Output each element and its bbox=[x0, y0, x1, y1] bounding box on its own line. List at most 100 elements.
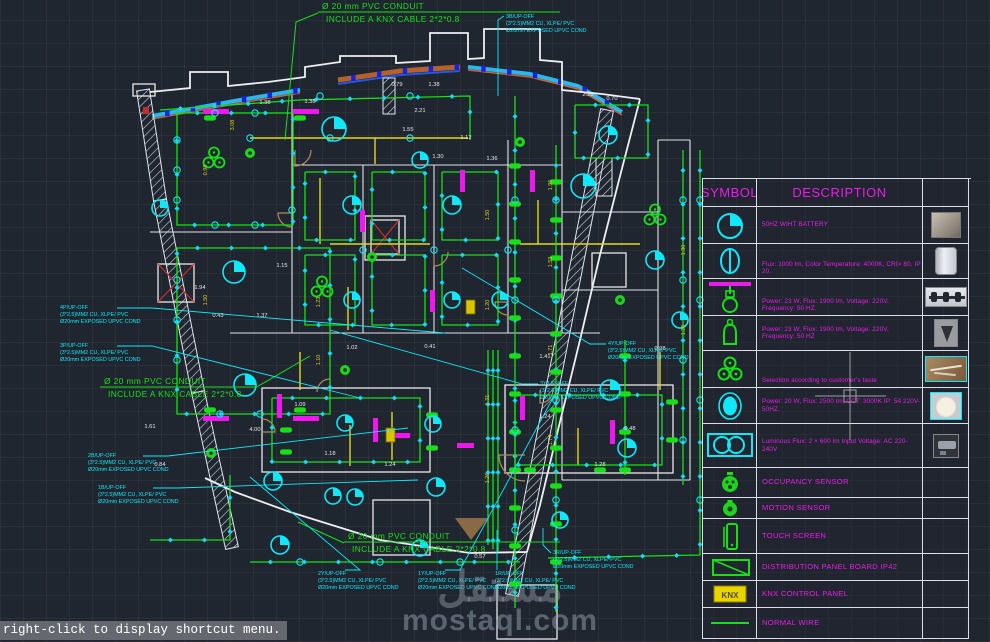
legend-row: 50HZ WIHT BATTERY bbox=[703, 207, 971, 244]
legend-row: Luminous Flux: 2 × 600 lm Input Voltage:… bbox=[703, 424, 971, 468]
svg-text:Ø20mm EXPOSED UPVC COND: Ø20mm EXPOSED UPVC COND bbox=[418, 585, 499, 591]
svg-text:(3*2.5)MM2 CU, XLPE/ PVC: (3*2.5)MM2 CU, XLPE/ PVC bbox=[318, 578, 386, 584]
triple-cluster-light-icon bbox=[703, 351, 757, 388]
svg-text:2Y/UP-OFF: 2Y/UP-OFF bbox=[318, 571, 347, 577]
svg-text:1.09: 1.09 bbox=[294, 402, 305, 408]
knx-wall-tags bbox=[143, 107, 476, 443]
svg-text:2.18: 2.18 bbox=[582, 92, 593, 98]
svg-text:1.26: 1.26 bbox=[485, 473, 491, 484]
legend-row: Power: 23 W, Flux: 1900 lm, Voltage: 220… bbox=[703, 316, 971, 351]
svg-text:1.20: 1.20 bbox=[485, 300, 491, 311]
svg-text:1Y/UP-OFF: 1Y/UP-OFF bbox=[418, 571, 447, 577]
knx-control-panel-icon: KNX bbox=[703, 581, 757, 608]
legend-description: Selection according to customer's taste bbox=[757, 351, 923, 388]
svg-text:0.70: 0.70 bbox=[606, 96, 617, 102]
quarter-pie-downlight-icon bbox=[703, 207, 757, 244]
photo-cone-pendant bbox=[923, 316, 969, 351]
legend-row: MOTION SENSOR bbox=[703, 498, 971, 519]
svg-text:(3*2.5)MM2 CU, XLPE/ PVC: (3*2.5)MM2 CU, XLPE/ PVC bbox=[60, 312, 128, 318]
conduit-notes: Ø 20 mm PVC CONDUIT INCLUDE A KNX CABLE 2… bbox=[100, 1, 560, 554]
legend-row: TOUCH SCREEN bbox=[703, 519, 971, 554]
svg-text:0.98: 0.98 bbox=[654, 346, 665, 352]
motion-sensor-icon bbox=[703, 498, 757, 519]
svg-text:4P/UP-OFF: 4P/UP-OFF bbox=[60, 305, 89, 311]
legend-row: Selection according to customer's taste bbox=[703, 351, 971, 388]
svg-text:Ø20mm EXPOSED UPVC COND: Ø20mm EXPOSED UPVC COND bbox=[506, 28, 587, 34]
photo-track-spotlights bbox=[923, 279, 969, 316]
svg-text:0.43: 0.43 bbox=[212, 313, 223, 319]
legend-description: TOUCH SCREEN bbox=[757, 519, 923, 554]
svg-text:Ø20mm EXPOSED UPVC COND: Ø20mm EXPOSED UPVC COND bbox=[540, 395, 621, 401]
svg-text:3R/UP-OFF: 3R/UP-OFF bbox=[553, 550, 582, 556]
svg-text:1.31: 1.31 bbox=[485, 395, 491, 406]
svg-text:1.30: 1.30 bbox=[432, 154, 443, 160]
svg-text:Ø20mm EXPOSED UPVC COND: Ø20mm EXPOSED UPVC COND bbox=[60, 357, 141, 363]
svg-text:1.18: 1.18 bbox=[324, 451, 335, 457]
svg-text:Ø20mm EXPOSED UPVC COND: Ø20mm EXPOSED UPVC COND bbox=[495, 585, 576, 591]
svg-text:Ø 20 mm PVC CONDUIT: Ø 20 mm PVC CONDUIT bbox=[104, 376, 206, 386]
svg-text:3B/UP-OFF: 3B/UP-OFF bbox=[506, 14, 535, 20]
circle-slash-downlight-icon bbox=[703, 244, 757, 279]
legend-row: KNX KNX CONTROL PANEL bbox=[703, 581, 971, 608]
legend-description: Power: 23 W, Flux: 1900 lm, Voltage: 220… bbox=[757, 279, 923, 316]
yellow-wires bbox=[250, 137, 661, 466]
svg-text:3Y/UP-OFF: 3Y/UP-OFF bbox=[540, 381, 569, 387]
touch-screen-icon bbox=[703, 519, 757, 554]
svg-text:(3*2.5)MM2 CU, XLPE/ PVC: (3*2.5)MM2 CU, XLPE/ PVC bbox=[418, 578, 486, 584]
svg-text:1R/UP-OFF: 1R/UP-OFF bbox=[495, 571, 524, 577]
junction-nodes bbox=[173, 92, 704, 566]
svg-text:Ø20mm EXPOSED UPVC COND: Ø20mm EXPOSED UPVC COND bbox=[553, 564, 634, 570]
photo-twin-spot-fixture bbox=[923, 424, 969, 468]
svg-text:2B/UP-OFF: 2B/UP-OFF bbox=[88, 453, 117, 459]
occupancy-sensor-icon bbox=[703, 468, 757, 498]
interior-walls bbox=[132, 83, 691, 640]
legend-description: 50HZ WIHT BATTERY bbox=[757, 207, 923, 244]
svg-text:Ø20mm EXPOSED UPVC COND: Ø20mm EXPOSED UPVC COND bbox=[88, 467, 169, 473]
svg-text:0.48: 0.48 bbox=[624, 426, 635, 432]
normal-wire-icon bbox=[703, 608, 757, 639]
svg-text:Ø20mm EXPOSED UPVC COND: Ø20mm EXPOSED UPVC COND bbox=[98, 499, 179, 505]
svg-text:Ø 20 mm PVC CONDUIT: Ø 20 mm PVC CONDUIT bbox=[348, 531, 450, 541]
svg-text:INCLUDE A KNX CABLE 2*2*0.8: INCLUDE A KNX CABLE 2*2*0.8 bbox=[352, 544, 486, 554]
svg-text:3P/UP-OFF: 3P/UP-OFF bbox=[60, 343, 89, 349]
svg-text:1.96: 1.96 bbox=[548, 180, 554, 191]
svg-text:1.61: 1.61 bbox=[144, 424, 155, 430]
magenta-fixtures bbox=[203, 109, 615, 448]
legend-description: OCCUPANCY SENSOR bbox=[757, 468, 923, 498]
legend-description: Power: 23 W, Flux: 1900 lm, Voltage: 220… bbox=[757, 316, 923, 351]
svg-text:4.00: 4.00 bbox=[249, 427, 260, 433]
svg-text:1.50: 1.50 bbox=[485, 210, 491, 221]
svg-text:(3*2.5)MM2 CU, XLPE/ PVC: (3*2.5)MM2 CU, XLPE/ PVC bbox=[60, 350, 128, 356]
svg-text:1.41: 1.41 bbox=[539, 354, 550, 360]
svg-text:1.15: 1.15 bbox=[276, 263, 287, 269]
svg-text:0.57: 0.57 bbox=[474, 554, 485, 560]
legend-table: SYMBOL DESCRIPTION 50HZ WIHT BATTERY Flu… bbox=[702, 178, 971, 639]
top-conduit-band bbox=[151, 64, 624, 120]
svg-text:(3*2.5)MM2 CU, XLPE/ PVC: (3*2.5)MM2 CU, XLPE/ PVC bbox=[608, 348, 676, 354]
legend-header-symbol: SYMBOL bbox=[703, 179, 757, 207]
svg-text:1.53: 1.53 bbox=[548, 257, 554, 268]
svg-text:Ø20mm EXPOSED UPVC COND: Ø20mm EXPOSED UPVC COND bbox=[60, 319, 141, 325]
svg-text:1.10: 1.10 bbox=[316, 355, 322, 366]
distribution-panel-icon bbox=[703, 554, 757, 581]
svg-text:1.23: 1.23 bbox=[316, 297, 322, 308]
legend-row: Power: 23 W, Flux: 1900 lm, Voltage: 220… bbox=[703, 279, 971, 316]
bell-pendant-light-icon bbox=[703, 316, 757, 351]
legend-description: Power: 20 W, Flux: 2500 lm, CCT: 3000K I… bbox=[757, 388, 923, 424]
photo-round-ceiling-lamp bbox=[923, 388, 969, 424]
svg-text:3.08: 3.08 bbox=[230, 120, 236, 131]
legend-row: NORMAL WIRE bbox=[703, 608, 971, 639]
svg-text:(3*2.5)MM2 CU, XLPE/ PVC: (3*2.5)MM2 CU, XLPE/ PVC bbox=[88, 460, 156, 466]
crosshair-cursor bbox=[815, 352, 886, 440]
svg-text:2.21: 2.21 bbox=[414, 108, 425, 114]
svg-text:(3*2.5)MM2 CU, XLPE/ PVC: (3*2.5)MM2 CU, XLPE/ PVC bbox=[495, 578, 563, 584]
track-pendant-light-icon bbox=[703, 279, 757, 316]
svg-text:0.41: 0.41 bbox=[424, 344, 435, 350]
svg-text:1.30: 1.30 bbox=[681, 245, 687, 256]
shaft-x-boxes bbox=[157, 219, 400, 303]
legend-description: Flux: 1000 lm, Color Temperature: 4000K,… bbox=[757, 244, 923, 279]
legend-description: DISTRIBUTION PANEL BOARD IP42 bbox=[757, 554, 923, 581]
